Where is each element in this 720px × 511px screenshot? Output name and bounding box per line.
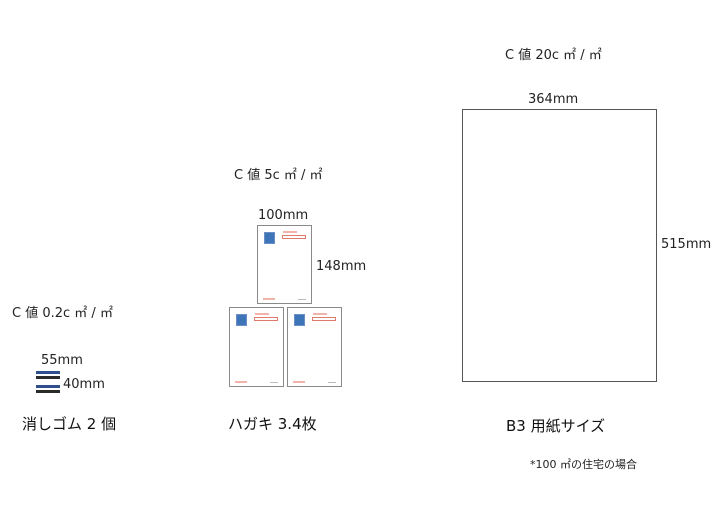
b3-caption: B3 用紙サイズ xyxy=(506,417,606,435)
b3-height-label: 515mm xyxy=(661,237,712,252)
postal-code-boxes xyxy=(312,317,336,321)
eraser-icon xyxy=(36,385,60,393)
b3-c-value: C 値 20c ㎡ / ㎡ xyxy=(505,48,602,63)
postcard-width-label: 100mm xyxy=(258,208,309,223)
postcard-height-label: 148mm xyxy=(316,259,367,274)
postcard-c-value: C 値 5c ㎡ / ㎡ xyxy=(234,168,323,183)
postcard-image xyxy=(287,307,342,387)
footnote: *100 ㎡の住宅の場合 xyxy=(530,458,637,471)
eraser-width-label: 55mm xyxy=(41,353,83,368)
postcard-image xyxy=(257,225,312,304)
stamp-icon xyxy=(236,314,247,326)
postcard-image xyxy=(229,307,284,387)
postal-code-boxes xyxy=(254,317,278,321)
postcard-caption: ハガキ 3.4枚 xyxy=(228,415,317,433)
stamp-icon xyxy=(294,314,305,326)
eraser-c-value: C 値 0.2c ㎡ / ㎡ xyxy=(12,306,113,321)
stamp-icon xyxy=(264,232,275,244)
eraser-height-label: 40mm xyxy=(63,377,105,392)
b3-width-label: 364mm xyxy=(528,92,579,107)
postal-code-boxes xyxy=(282,235,306,239)
eraser-icon xyxy=(36,371,60,379)
eraser-caption: 消しゴム 2 個 xyxy=(22,415,117,433)
b3-paper-outline xyxy=(462,109,657,382)
